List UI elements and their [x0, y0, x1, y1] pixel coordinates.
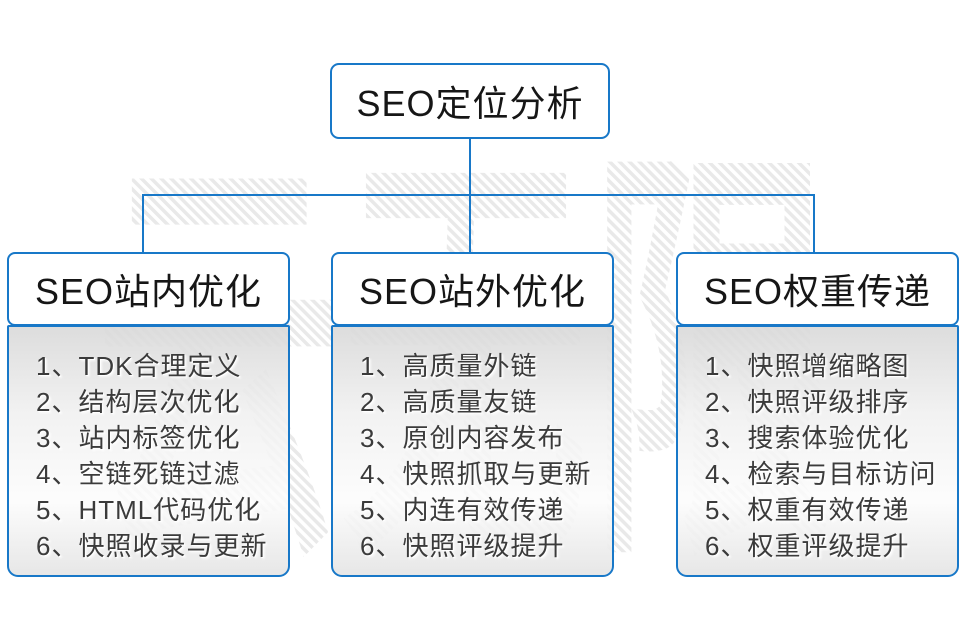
branch-header-offsite: SEO站外优化	[331, 252, 614, 326]
list-item: 6、权重评级提升	[705, 531, 910, 561]
list-item: 4、快照抓取与更新	[360, 459, 592, 489]
branch-title-offsite: SEO站外优化	[358, 271, 587, 312]
branch-panel-weight: 1、快照增缩略图 2、快照评级排序 3、搜索体验优化 4、检索与目标访问 5、权…	[676, 325, 959, 577]
list-item: 5、权重有效传递	[705, 495, 910, 525]
list-item: 2、高质量友链	[360, 387, 538, 417]
list-item: 2、结构层次优化	[36, 387, 241, 417]
branch-header-onsite: SEO站内优化	[7, 252, 290, 326]
list-item: 4、空链死链过滤	[36, 459, 241, 489]
list-item: 4、检索与目标访问	[705, 459, 937, 489]
connector-horizontal	[142, 194, 815, 196]
list-item: 3、原创内容发布	[360, 423, 565, 453]
branch-column-offsite: SEO站外优化 1、高质量外链 2、高质量友链 3、原创内容发布 4、快照抓取与…	[331, 252, 614, 577]
connector-left-drop	[142, 194, 144, 254]
branch-header-weight: SEO权重传递	[676, 252, 959, 326]
branch-column-weight: SEO权重传递 1、快照增缩略图 2、快照评级排序 3、搜索体验优化 4、检索与…	[676, 252, 959, 577]
branch-column-onsite: SEO站内优化 1、TDK合理定义 2、结构层次优化 3、站内标签优化 4、空链…	[7, 252, 290, 577]
connector-right-drop	[813, 194, 815, 254]
list-item: 5、内连有效传递	[360, 495, 565, 525]
list-item: 1、TDK合理定义	[36, 351, 242, 381]
root-node: SEO定位分析	[330, 63, 610, 139]
list-item: 3、搜索体验优化	[705, 423, 910, 453]
list-item: 1、高质量外链	[360, 351, 538, 381]
list-item: 6、快照评级提升	[360, 531, 565, 561]
branch-title-weight: SEO权重传递	[703, 271, 932, 312]
list-item: 1、快照增缩略图	[705, 351, 910, 381]
branch-panel-onsite: 1、TDK合理定义 2、结构层次优化 3、站内标签优化 4、空链死链过滤 5、H…	[7, 325, 290, 577]
branch-panel-offsite: 1、高质量外链 2、高质量友链 3、原创内容发布 4、快照抓取与更新 5、内连有…	[331, 325, 614, 577]
list-item: 5、HTML代码优化	[36, 495, 262, 525]
branch-title-onsite: SEO站内优化	[34, 271, 263, 312]
list-item: 2、快照评级排序	[705, 387, 910, 417]
list-item: 6、快照收录与更新	[36, 531, 268, 561]
list-item: 3、站内标签优化	[36, 423, 241, 453]
root-title: SEO定位分析	[356, 83, 584, 124]
